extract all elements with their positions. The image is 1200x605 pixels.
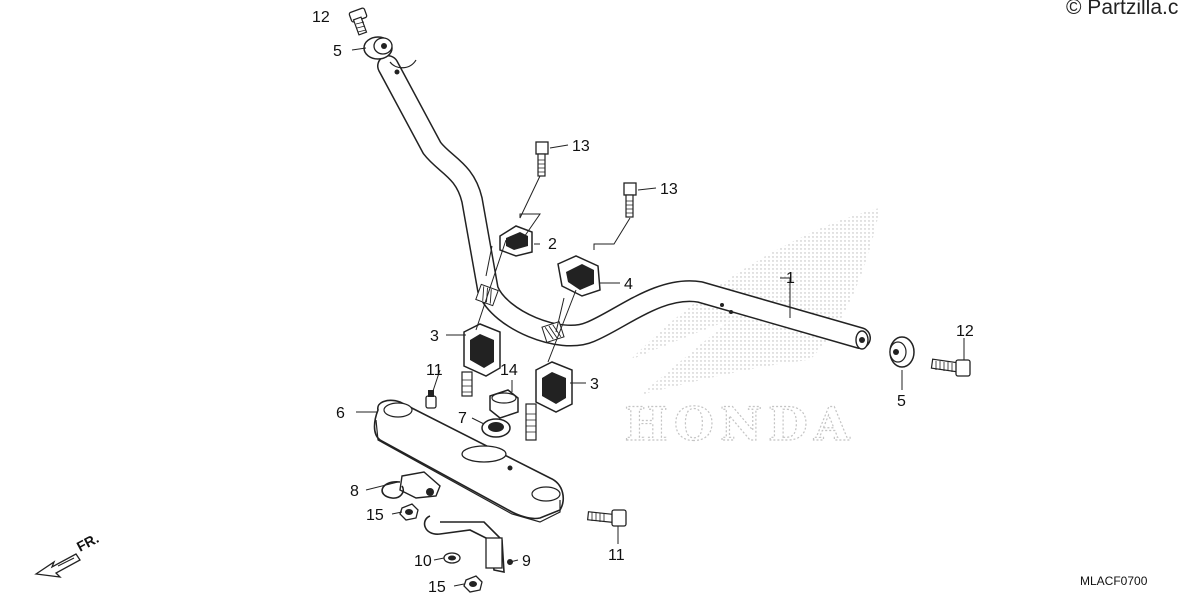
- callout-15-upper: 15: [366, 507, 384, 524]
- callout-15-lower: 15: [428, 579, 446, 596]
- callout-2: 2: [548, 236, 557, 253]
- callout-12-right: 12: [956, 323, 974, 340]
- bar-end-weight-right: [889, 336, 915, 368]
- upper-holder-2: [499, 225, 533, 257]
- callout-11-upper: 11: [426, 362, 443, 379]
- front-direction-arrow: FR.: [34, 530, 101, 578]
- front-arrow-label: FR.: [74, 530, 101, 555]
- bolt-12-right: [930, 358, 971, 377]
- stem-nut-14: [489, 389, 519, 419]
- callout-5-top: 5: [333, 43, 342, 60]
- bolt-11-lower: [586, 509, 627, 527]
- clip-10: [443, 552, 461, 564]
- callouts: 12 5 13 13 2 4 1 3 3 11 14 6 7 8 15 9 10…: [312, 9, 974, 596]
- honda-logo-text: HONDA: [624, 397, 855, 451]
- partzilla-watermark: © Partzilla.c: [1066, 0, 1179, 19]
- callout-9: 9: [522, 553, 531, 570]
- nut-15-lower: [463, 575, 483, 593]
- callout-7: 7: [458, 410, 467, 427]
- callout-12-top: 12: [312, 9, 330, 26]
- lower-holder-3-right: [525, 361, 573, 441]
- top-bridge-6: [373, 399, 564, 523]
- upper-holder-4: [557, 255, 601, 297]
- bolt-11-upper: [425, 390, 437, 409]
- callout-13-left: 13: [572, 138, 590, 155]
- cable-guide-8: [381, 471, 441, 499]
- callout-3-left: 3: [430, 328, 439, 345]
- bracket-9: [423, 515, 513, 573]
- bolt-13-right: [623, 182, 637, 218]
- nut-15-upper: [399, 503, 419, 521]
- lower-holder-3-left: [461, 323, 501, 397]
- callout-3-right: 3: [590, 376, 599, 393]
- callout-13-right: 13: [660, 181, 678, 198]
- callout-11-lower: 11: [608, 547, 625, 564]
- callout-1: 1: [786, 270, 795, 287]
- leader-lines: [351, 47, 965, 587]
- washer-7: [481, 418, 511, 438]
- callout-6: 6: [336, 405, 345, 422]
- bolt-13-left: [535, 141, 549, 177]
- callout-14: 14: [500, 362, 518, 379]
- handlebar: [377, 55, 871, 350]
- callout-4: 4: [624, 276, 633, 293]
- diagram-code: MLACF0700: [1080, 574, 1148, 588]
- callout-8: 8: [350, 483, 359, 500]
- callout-10: 10: [414, 553, 432, 570]
- bar-end-weight-top: [363, 36, 393, 60]
- callout-5-right: 5: [897, 393, 906, 410]
- bolt-12-top: [348, 7, 368, 36]
